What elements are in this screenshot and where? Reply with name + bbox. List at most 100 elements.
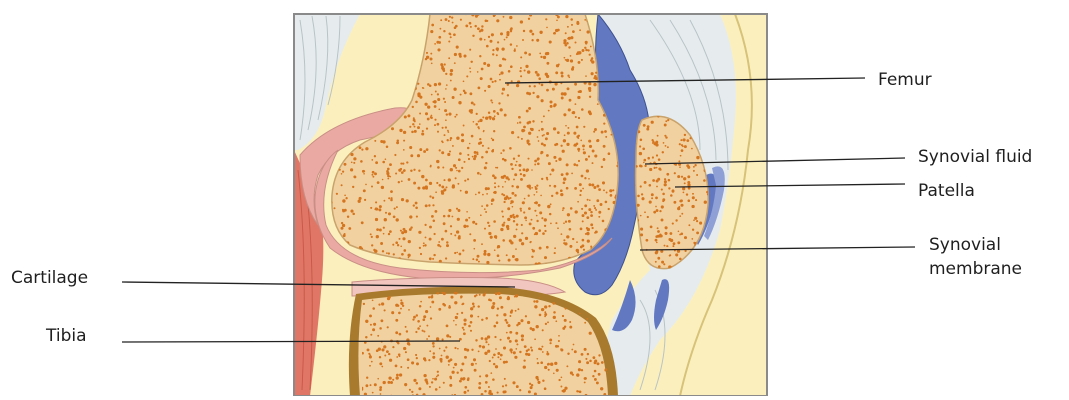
bone-speckle — [394, 208, 396, 210]
bone-speckle — [390, 381, 393, 384]
bone-speckle — [342, 199, 345, 202]
bone-speckle — [476, 113, 478, 115]
bone-speckle — [451, 296, 454, 299]
bone-speckle — [475, 223, 477, 225]
bone-speckle — [664, 183, 667, 186]
bone-speckle — [585, 75, 587, 77]
bone-speckle — [469, 67, 471, 69]
bone-speckle — [586, 232, 589, 235]
bone-speckle — [408, 309, 410, 311]
bone-speckle — [582, 144, 585, 147]
bone-speckle — [430, 53, 432, 55]
bone-speckle — [597, 103, 599, 105]
bone-speckle — [543, 56, 546, 59]
bone-speckle — [637, 204, 640, 207]
bone-speckle — [547, 205, 550, 208]
bone-speckle — [547, 321, 549, 323]
bone-speckle — [539, 211, 542, 214]
bone-speckle — [380, 140, 383, 143]
bone-speckle — [588, 155, 590, 157]
bone-speckle — [448, 32, 450, 34]
bone-speckle — [693, 166, 695, 168]
bone-speckle — [566, 172, 569, 175]
bone-speckle — [535, 71, 538, 74]
bone-speckle — [529, 30, 532, 33]
bone-speckle — [543, 144, 546, 147]
bone-speckle — [652, 142, 654, 144]
bone-speckle — [428, 359, 430, 361]
bone-speckle — [560, 349, 563, 352]
bone-speckle — [572, 238, 574, 240]
bone-speckle — [397, 139, 399, 141]
bone-speckle — [492, 305, 495, 308]
bone-speckle — [584, 177, 586, 179]
bone-speckle — [577, 96, 580, 99]
bone-speckle — [470, 61, 472, 63]
bone-speckle — [488, 85, 491, 88]
bone-speckle — [452, 185, 455, 188]
bone-speckle — [458, 53, 461, 56]
bone-speckle — [541, 84, 544, 87]
bone-speckle — [644, 181, 647, 184]
bone-speckle — [646, 239, 649, 242]
bone-speckle — [588, 110, 591, 113]
bone-speckle — [391, 127, 394, 130]
bone-speckle — [473, 358, 476, 361]
bone-speckle — [550, 342, 552, 344]
bone-speckle — [406, 199, 409, 202]
bone-speckle — [433, 352, 435, 354]
bone-speckle — [464, 391, 467, 394]
bone-speckle — [588, 183, 591, 186]
bone-speckle — [460, 94, 462, 96]
bone-speckle — [462, 249, 464, 251]
bone-speckle — [485, 187, 488, 190]
bone-speckle — [536, 215, 538, 217]
bone-speckle — [344, 163, 347, 166]
bone-speckle — [384, 355, 386, 357]
bone-speckle — [563, 42, 566, 45]
bone-speckle — [693, 170, 695, 172]
bone-speckle — [493, 110, 496, 113]
bone-speckle — [662, 198, 665, 201]
bone-speckle — [571, 24, 573, 26]
bone-speckle — [399, 129, 402, 132]
bone-speckle — [601, 131, 604, 134]
bone-speckle — [491, 200, 493, 202]
bone-speckle — [351, 161, 353, 163]
bone-speckle — [482, 116, 484, 118]
bone-speckle — [531, 256, 533, 258]
bone-speckle — [661, 261, 664, 264]
bone-speckle — [517, 136, 519, 138]
bone-speckle — [581, 108, 584, 111]
bone-speckle — [532, 33, 535, 36]
bone-speckle — [485, 151, 488, 154]
bone-speckle — [587, 240, 590, 243]
bone-speckle — [568, 108, 571, 111]
bone-speckle — [566, 163, 569, 166]
bone-speckle — [428, 296, 430, 298]
bone-speckle — [502, 224, 505, 227]
bone-speckle — [437, 131, 439, 133]
bone-speckle — [488, 344, 490, 346]
bone-speckle — [493, 353, 496, 356]
bone-speckle — [404, 115, 407, 118]
bone-speckle — [553, 33, 555, 35]
bone-speckle — [421, 175, 424, 178]
bone-speckle — [560, 386, 562, 388]
bone-speckle — [479, 38, 482, 41]
bone-speckle — [591, 57, 593, 59]
bone-speckle — [640, 165, 642, 167]
bone-speckle — [678, 160, 680, 162]
bone-speckle — [536, 358, 538, 360]
bone-speckle — [537, 162, 540, 165]
bone-speckle — [475, 339, 477, 341]
bone-speckle — [406, 161, 408, 163]
bone-speckle — [432, 204, 434, 206]
bone-speckle — [684, 145, 687, 148]
bone-speckle — [439, 245, 441, 247]
bone-speckle — [350, 168, 353, 171]
bone-speckle — [353, 162, 355, 164]
bone-speckle — [575, 116, 577, 118]
bone-speckle — [664, 232, 667, 235]
bone-speckle — [566, 235, 569, 238]
